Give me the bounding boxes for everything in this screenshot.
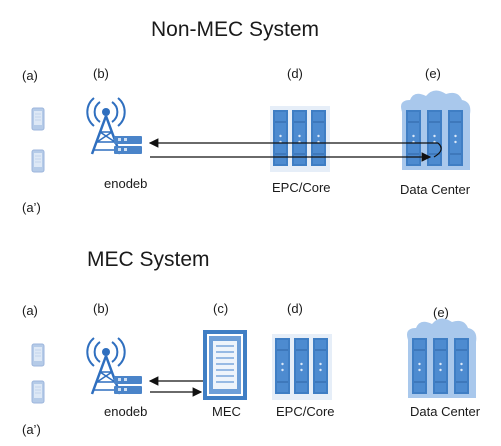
non-mec-ue-2 [31, 149, 45, 173]
non-mec-core-caption: EPC/Core [272, 180, 331, 195]
non-mec-tower-icon [86, 96, 144, 156]
mec-datacenter-icon [407, 318, 477, 398]
mec-label-c: (c) [213, 301, 229, 316]
mec-label-e: (e) [433, 305, 449, 320]
non-mec-arrows [148, 138, 442, 162]
mec-title: MEC System [87, 248, 210, 271]
mec-ue-2 [31, 380, 45, 404]
mec-caption: MEC [212, 404, 241, 419]
non-mec-label-a: (a) [22, 68, 38, 83]
non-mec-label-e: (e) [425, 66, 441, 81]
non-mec-title: Non-MEC System [151, 18, 320, 41]
mec-ue-1 [31, 343, 45, 367]
mec-server-icon [203, 330, 247, 400]
non-mec-enodeb-caption: enodeb [104, 176, 148, 191]
non-mec-ue-1 [31, 107, 45, 131]
mec-label-d: (d) [287, 301, 303, 316]
non-mec-label-b: (b) [93, 66, 109, 81]
mec-label-a-prime: (a’) [22, 422, 41, 437]
mec-label-b: (b) [93, 301, 109, 316]
non-mec-datacenter-icon [401, 90, 471, 170]
mec-core-icon [272, 334, 332, 400]
mec-datacenter-caption: Data Center [410, 404, 481, 419]
mec-enodeb-caption: enodeb [104, 404, 148, 419]
mec-arrows [148, 376, 203, 397]
mec-tower-icon [86, 336, 144, 396]
non-mec-datacenter-caption: Data Center [400, 182, 471, 197]
non-mec-label-a-prime: (a’) [22, 200, 41, 215]
non-mec-label-d: (d) [287, 66, 303, 81]
non-mec-core-icon [270, 106, 330, 172]
mec-label-a: (a) [22, 303, 38, 318]
mec-core-caption: EPC/Core [276, 404, 335, 419]
